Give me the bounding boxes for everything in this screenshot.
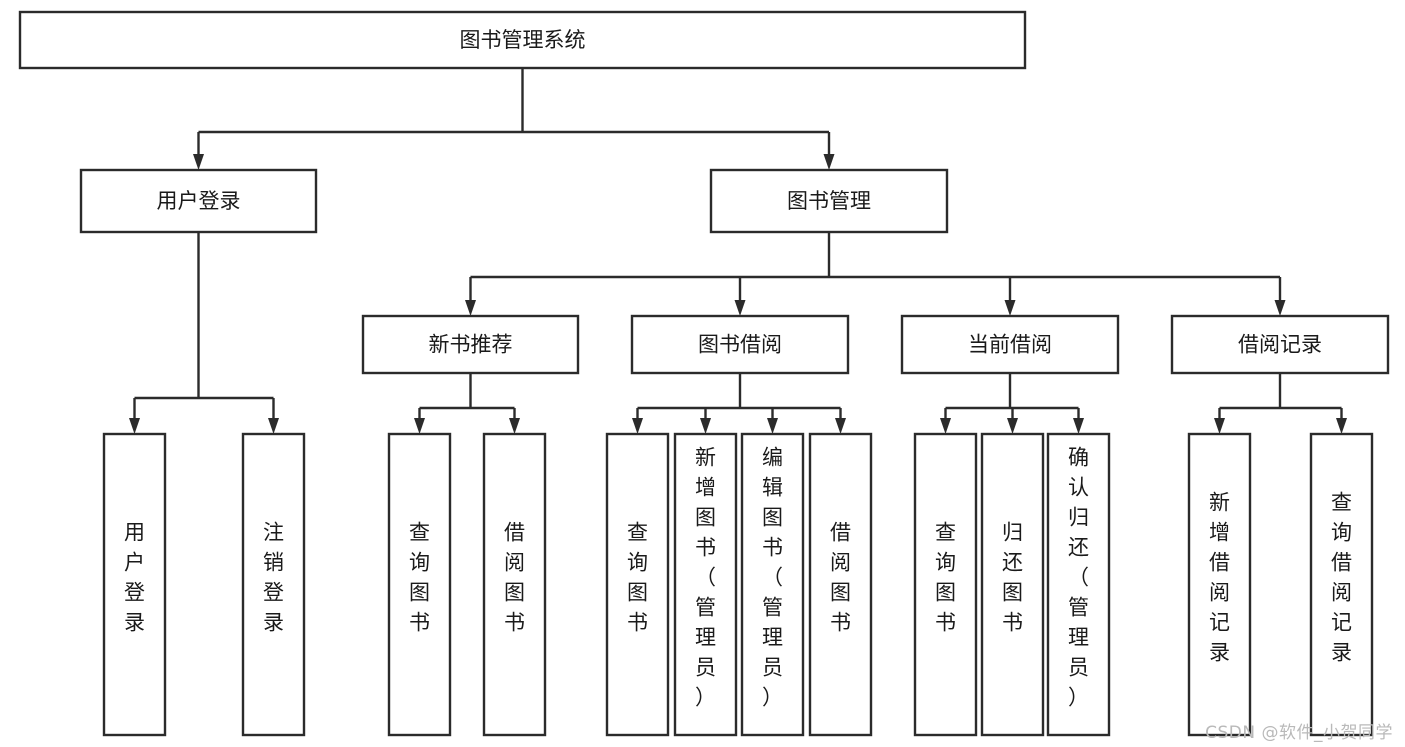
node-label: 注销登录 (263, 521, 284, 635)
node-box (18, 10, 1027, 70)
node-box (79, 168, 318, 234)
arrow-head-icon (1214, 418, 1225, 434)
node-box (630, 314, 850, 375)
node-leaf-borrow-book-2[interactable]: 借阅图书 (808, 432, 873, 737)
arrow-head-icon (835, 418, 846, 434)
node-label: 归还图书 (1002, 521, 1023, 635)
node-box (1170, 314, 1390, 375)
node-box (1309, 432, 1374, 737)
node-box (605, 432, 670, 737)
node-label: 新增借阅记录 (1209, 491, 1230, 665)
node-label: 用户登录 (124, 521, 145, 635)
node-label: 借阅图书 (830, 521, 851, 635)
node-box (980, 432, 1045, 737)
node-box (709, 168, 949, 234)
node-label: 当前借阅 (968, 333, 1052, 357)
arrow-head-icon (414, 418, 425, 434)
node-leaf-return-book[interactable]: 归还图书 (980, 432, 1045, 737)
node-leaf-add-book[interactable]: 新增图书（管理员） (673, 432, 738, 737)
node-leaf-query-book-2[interactable]: 查询图书 (605, 432, 670, 737)
node-box (102, 432, 167, 737)
node-label: 借阅记录 (1238, 333, 1322, 357)
node-label: 编辑图书（管理员） (762, 446, 783, 710)
node-box (1046, 432, 1111, 737)
node-label: 新增图书（管理员） (695, 446, 716, 710)
node-leaf-user-login[interactable]: 用户登录 (102, 432, 167, 737)
node-label: 借阅图书 (504, 521, 525, 635)
node-box (361, 314, 580, 375)
node-borrow-record[interactable]: 借阅记录 (1170, 314, 1390, 375)
arrow-head-icon (734, 300, 746, 316)
node-box (808, 432, 873, 737)
node-label: 确认归还（管理员） (1068, 446, 1089, 710)
arrow-head-icon (1073, 418, 1084, 434)
node-label: 查询借阅记录 (1331, 491, 1352, 665)
arrow-head-icon (509, 418, 520, 434)
arrow-head-icon (1274, 300, 1286, 316)
arrow-head-icon (1336, 418, 1347, 434)
arrow-head-icon (193, 154, 204, 170)
node-leaf-logout-login[interactable]: 注销登录 (241, 432, 306, 737)
arrow-head-icon (940, 418, 951, 434)
node-box (913, 432, 978, 737)
node-user-login[interactable]: 用户登录 (79, 168, 318, 234)
node-box (740, 432, 805, 737)
arrow-head-icon (268, 418, 279, 434)
arrow-head-icon (1004, 300, 1016, 316)
node-new-book-recommend[interactable]: 新书推荐 (361, 314, 580, 375)
node-label: 用户登录 (157, 189, 241, 213)
node-current-borrow[interactable]: 当前借阅 (900, 314, 1120, 375)
node-book-manage[interactable]: 图书管理 (709, 168, 949, 234)
node-label: 新书推荐 (429, 333, 513, 357)
node-box (482, 432, 547, 737)
node-leaf-edit-book[interactable]: 编辑图书（管理员） (740, 432, 805, 737)
node-box (900, 314, 1120, 375)
arrow-head-icon (700, 418, 711, 434)
arrow-head-icon (1007, 418, 1018, 434)
node-box (673, 432, 738, 737)
node-label: 图书管理系统 (460, 28, 586, 52)
node-leaf-query-book-3[interactable]: 查询图书 (913, 432, 978, 737)
node-box (241, 432, 306, 737)
node-label: 图书管理 (787, 189, 871, 213)
node-box (387, 432, 452, 737)
arrow-head-icon (129, 418, 140, 434)
arrow-head-icon (465, 300, 476, 316)
arrow-head-icon (767, 418, 778, 434)
node-box (1187, 432, 1252, 737)
node-leaf-query-borrow-record[interactable]: 查询借阅记录 (1309, 432, 1374, 737)
node-leaf-add-borrow-record[interactable]: 新增借阅记录 (1187, 432, 1252, 737)
arrow-head-icon (632, 418, 643, 434)
node-book-borrow[interactable]: 图书借阅 (630, 314, 850, 375)
node-label: 查询图书 (627, 521, 648, 635)
node-leaf-query-book-1[interactable]: 查询图书 (387, 432, 452, 737)
csdn-watermark: CSDN @软件_小贺同学 (1205, 723, 1393, 743)
connectors-layer (129, 68, 1347, 434)
node-label: 图书借阅 (698, 333, 782, 357)
node-root[interactable]: 图书管理系统 (18, 10, 1027, 70)
node-label: 查询图书 (409, 521, 430, 635)
arrow-head-icon (823, 154, 835, 170)
node-leaf-borrow-book-1[interactable]: 借阅图书 (482, 432, 547, 737)
node-leaf-confirm-return[interactable]: 确认归还（管理员） (1046, 432, 1111, 737)
nodes-layer: 图书管理系统用户登录图书管理新书推荐图书借阅当前借阅借阅记录用户登录注销登录查询… (18, 10, 1390, 737)
node-label: 查询图书 (935, 521, 956, 635)
